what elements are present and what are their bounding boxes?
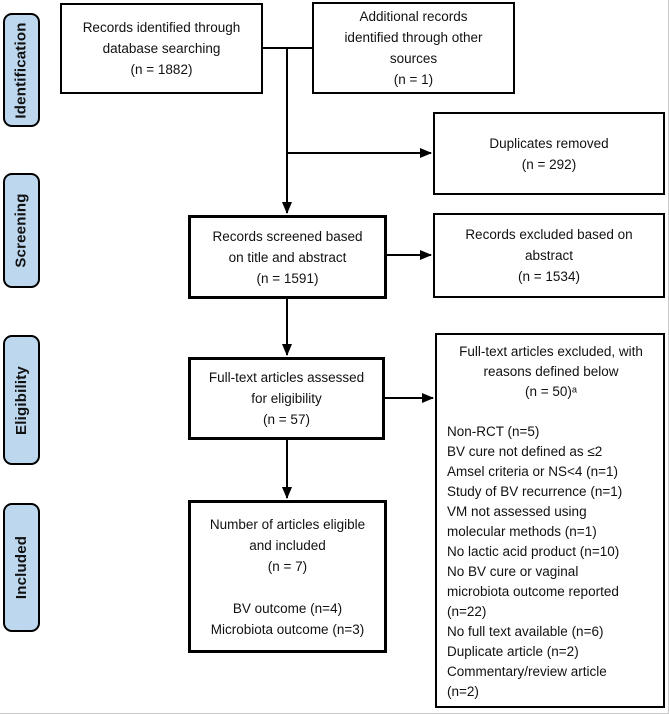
box-text: Number of articles eligible and included…	[209, 516, 366, 637]
box-additional-records: Additional records identified through ot…	[312, 2, 515, 94]
stage-label-identification: Identification	[3, 13, 40, 127]
exclusion-heading: Full-text articles excluded, with reason…	[459, 344, 643, 399]
stage-label-included: Included	[3, 503, 40, 632]
box-articles-included: Number of articles eligible and included…	[188, 500, 387, 653]
box-text: Duplicates removed (n = 292)	[489, 135, 609, 172]
stage-label-text: Eligibility	[13, 365, 30, 435]
box-duplicates-removed: Duplicates removed (n = 292)	[433, 112, 665, 195]
box-fulltext-assessed: Full-text articles assessed for eligibil…	[188, 357, 385, 440]
stage-label-eligibility: Eligibility	[3, 335, 40, 465]
box-fulltext-excluded-reasons: Full-text articles excluded, with reason…	[435, 333, 665, 708]
box-text: Records identified through database sear…	[82, 20, 241, 77]
stage-label-text: Identification	[13, 21, 31, 119]
box-records-identified: Records identified through database sear…	[60, 3, 263, 94]
exclusion-reason-list: Non-RCT (n=5) BV cure not defined as ≤2 …	[447, 424, 623, 699]
stage-label-text: Screening	[13, 193, 31, 268]
box-records-excluded-abstract: Records excluded based on abstract (n = …	[433, 213, 665, 298]
stage-label-text: Included	[13, 535, 30, 600]
box-text: Additional records identified through ot…	[344, 9, 483, 87]
box-text: Records screened based on title and abst…	[212, 228, 363, 286]
box-text: Records excluded based on abstract (n = …	[465, 227, 633, 284]
box-records-screened: Records screened based on title and abst…	[188, 215, 387, 299]
stage-label-screening: Screening	[3, 173, 40, 288]
box-text: Full-text articles assessed for eligibil…	[208, 370, 365, 427]
